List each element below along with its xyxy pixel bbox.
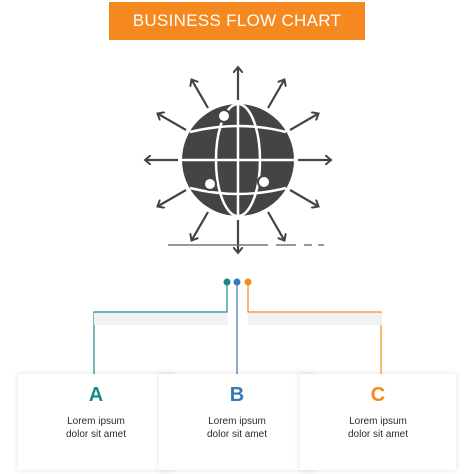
dot-a <box>223 278 231 286</box>
outward-arrow-icon <box>158 114 187 131</box>
step-text-line: dolor sit amet <box>347 429 409 440</box>
step-text: Lorem ipsum dolor sit amet <box>18 415 174 441</box>
dot-c <box>244 278 252 286</box>
step-text-line: Lorem ipsum <box>67 416 125 427</box>
step-text-line: Lorem ipsum <box>208 416 266 427</box>
step-card-a: A Lorem ipsum dolor sit amet <box>18 374 174 470</box>
outward-arrow-icon <box>158 189 187 206</box>
outward-arrow-icon <box>289 189 318 206</box>
step-letter: C <box>370 384 386 406</box>
step-letter: B <box>229 384 245 406</box>
connector-c <box>247 283 382 374</box>
step-text-line: dolor sit amet <box>206 429 268 440</box>
outward-arrow-icon <box>267 211 284 240</box>
dot-b <box>233 278 241 286</box>
step-text: Lorem ipsum dolor sit amet <box>159 415 315 441</box>
outward-arrow-icon <box>192 211 209 240</box>
step-text-line: Lorem ipsum <box>349 416 407 427</box>
outward-arrow-icon <box>289 114 318 131</box>
globe-icon-graphic <box>140 62 336 258</box>
step-text-line: dolor sit amet <box>65 429 127 440</box>
step-card-c: C Lorem ipsum dolor sit amet <box>300 374 456 470</box>
outward-arrow-icon <box>192 80 209 109</box>
step-card-b: B Lorem ipsum dolor sit amet <box>159 374 315 470</box>
shade-panel-right <box>248 313 382 325</box>
chart-title: BUSINESS FLOW CHART <box>132 11 342 30</box>
step-text: Lorem ipsum dolor sit amet <box>300 415 456 441</box>
step-letter: A <box>88 384 104 406</box>
shade-panel-left <box>94 313 228 325</box>
outward-arrow-icon <box>267 80 284 109</box>
globe-with-outward-arrows-icon <box>140 62 336 258</box>
title-banner: BUSINESS FLOW CHART <box>109 2 365 40</box>
connector-a <box>93 283 228 374</box>
